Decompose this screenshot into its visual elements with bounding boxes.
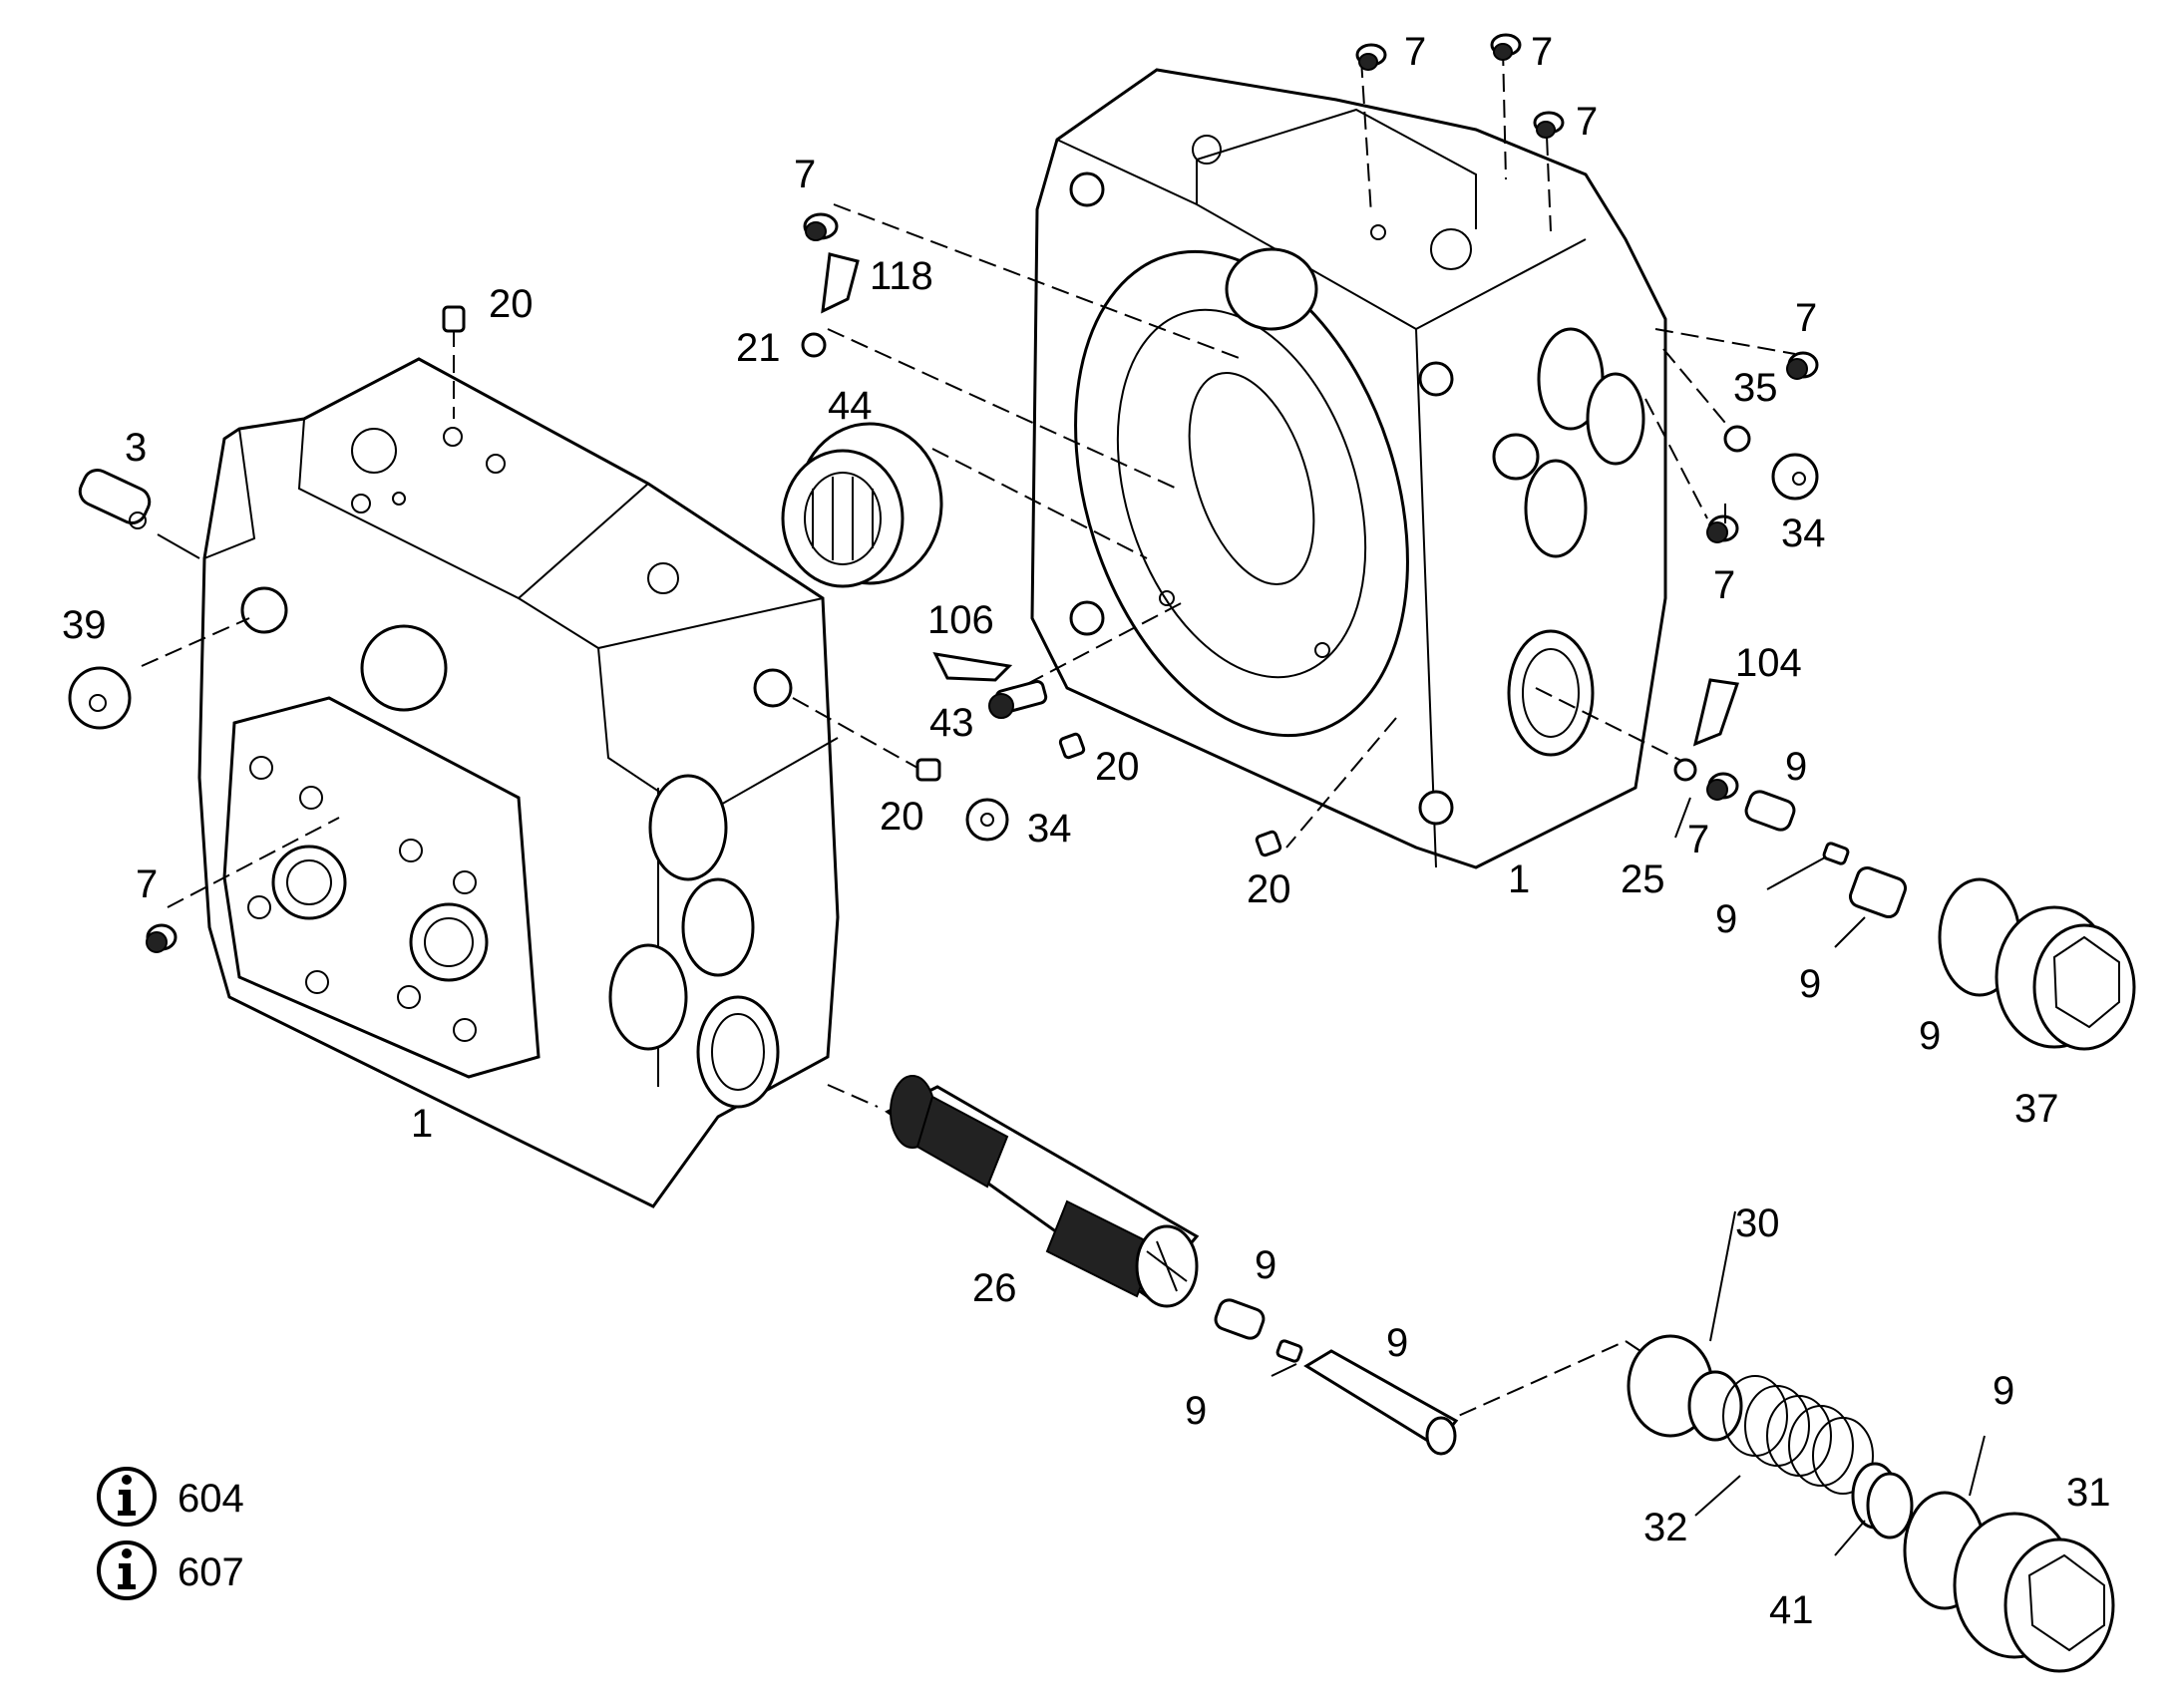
callout-7: 7 <box>794 153 816 196</box>
callout-43: 43 <box>929 701 974 745</box>
housing-left <box>197 357 840 1208</box>
plug-7-left <box>146 923 178 953</box>
seat-9-a <box>1744 790 1796 832</box>
callout-34: 34 <box>1027 807 1072 851</box>
pin-20-bottom <box>1255 830 1282 857</box>
callout-30: 30 <box>1735 1201 1780 1245</box>
callout-9: 9 <box>1993 1369 2014 1413</box>
callout-7: 7 <box>1404 30 1426 74</box>
plug-7-top-2 <box>1490 33 1522 61</box>
plug-7-right-3 <box>1706 772 1739 801</box>
callout-9: 9 <box>1185 1389 1207 1433</box>
info-ref-label: 607 <box>178 1550 244 1594</box>
tag-104 <box>1692 678 1739 747</box>
plug-34-left <box>965 798 1009 842</box>
callout-1: 1 <box>1508 857 1530 901</box>
callout-104: 104 <box>1735 641 1802 685</box>
pin-35 <box>1723 425 1751 453</box>
callout-20: 20 <box>489 282 534 326</box>
plug-7-right-1 <box>1786 351 1819 380</box>
spool-26 <box>885 1075 1200 1308</box>
piston-9-g <box>1303 1349 1459 1456</box>
plug-7-top-1 <box>1355 43 1387 71</box>
callout-20: 20 <box>880 795 924 839</box>
callout-118: 118 <box>870 254 933 298</box>
callout-106: 106 <box>927 598 994 642</box>
callout-7: 7 <box>1576 100 1598 144</box>
seat-9-e <box>1214 1298 1266 1340</box>
callout-9: 9 <box>1386 1321 1408 1365</box>
callout-7: 7 <box>1531 30 1553 74</box>
callout-7: 7 <box>1687 818 1709 861</box>
callout-32: 32 <box>1643 1506 1688 1549</box>
callout-35: 35 <box>1733 366 1778 410</box>
pin-20-mid-left <box>915 758 941 782</box>
callout-37: 37 <box>2014 1087 2059 1131</box>
callout-21: 21 <box>736 326 781 370</box>
callout-9: 9 <box>1255 1243 1276 1287</box>
leader-lines <box>157 504 1986 1556</box>
callout-9: 9 <box>1785 745 1807 789</box>
pin-9-f <box>1275 1339 1303 1363</box>
fitting-3 <box>78 468 152 529</box>
callout-25: 25 <box>1621 857 1665 901</box>
callout-41: 41 <box>1769 1588 1814 1632</box>
callout-31: 31 <box>2066 1471 2111 1515</box>
callout-7: 7 <box>1713 563 1735 607</box>
info-ref-label: 604 <box>178 1477 244 1521</box>
plug-37 <box>1995 905 2136 1051</box>
housing-right <box>1030 68 1667 869</box>
info-circle-icon <box>97 1540 157 1600</box>
plug-7-right-2 <box>1706 514 1739 543</box>
assembly-lines <box>141 47 1796 1427</box>
callout-9: 9 <box>1799 962 1821 1006</box>
spring-assembly-30 <box>1627 1334 1914 1539</box>
plug-39 <box>68 666 132 730</box>
info-circle-icon <box>97 1467 157 1527</box>
callout-44: 44 <box>828 384 873 428</box>
plug-7-top-left <box>803 212 839 241</box>
pin-20-top <box>442 305 466 333</box>
plug-31 <box>1953 1512 2115 1673</box>
callout-20: 20 <box>1095 745 1140 789</box>
pin-25 <box>1673 758 1697 782</box>
bearing-44 <box>781 422 943 588</box>
small-parts <box>68 33 2136 1673</box>
screw-43 <box>988 680 1048 719</box>
callout-26: 26 <box>972 1266 1017 1310</box>
callout-34: 34 <box>1781 512 1826 555</box>
info-reference-607[interactable]: 607 <box>97 1540 244 1600</box>
info-reference-604[interactable]: 604 <box>97 1467 244 1527</box>
callout-20: 20 <box>1247 867 1291 911</box>
tag-106 <box>932 652 1013 682</box>
callout-labels: 7 7 7 7 118 20 21 44 3 39 7 35 34 7 106 … <box>62 30 2111 1632</box>
callout-3: 3 <box>125 426 147 470</box>
pin-9-b <box>1822 842 1850 865</box>
tag-118 <box>821 252 860 314</box>
callout-7: 7 <box>136 862 158 906</box>
plug-34-right <box>1771 453 1819 501</box>
callout-9: 9 <box>1715 897 1737 941</box>
pin-21 <box>801 332 827 358</box>
plug-7-top-3 <box>1533 111 1565 139</box>
callout-1: 1 <box>411 1102 433 1146</box>
sleeve-9-c <box>1848 865 1908 919</box>
callout-9: 9 <box>1919 1014 1941 1058</box>
callout-7: 7 <box>1795 296 1817 340</box>
callout-39: 39 <box>62 603 107 647</box>
pin-20-mid <box>1058 732 1086 760</box>
